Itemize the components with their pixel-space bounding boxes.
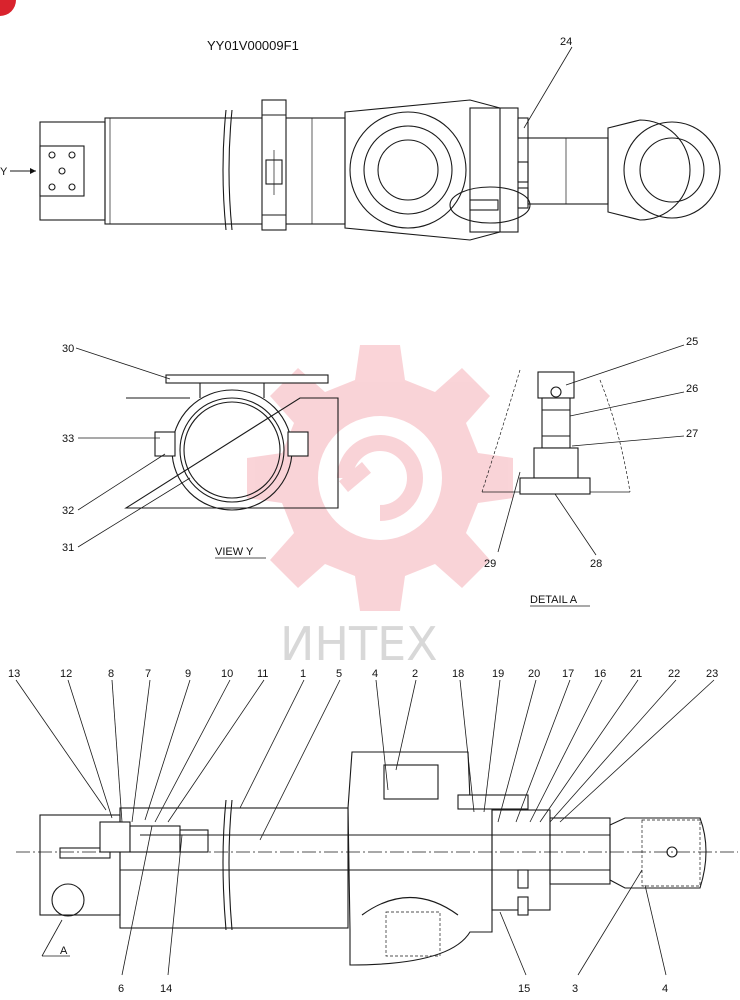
section-top-leaders bbox=[15, 679, 715, 841]
watermark-logo bbox=[247, 345, 513, 611]
view-y-drawing bbox=[124, 374, 339, 511]
part-label-29: 29 bbox=[484, 558, 496, 570]
part-label-24: 24 bbox=[560, 36, 572, 48]
part-label-26: 26 bbox=[686, 383, 698, 395]
part-label-8: 8 bbox=[108, 668, 114, 680]
part-label-14: 14 bbox=[160, 983, 172, 995]
part-label-17: 17 bbox=[562, 668, 574, 680]
part-label-32: 32 bbox=[62, 505, 74, 517]
part-label-16: 16 bbox=[594, 668, 606, 680]
part-label-3: 3 bbox=[572, 983, 578, 995]
part-label-31: 31 bbox=[62, 542, 74, 554]
part-label-30: 30 bbox=[62, 343, 74, 355]
part-label-25: 25 bbox=[686, 336, 698, 348]
part-label-33: 33 bbox=[62, 433, 74, 445]
detail-a-drawing bbox=[481, 369, 631, 495]
section-a-label: A bbox=[60, 945, 68, 957]
section-bottom-leaders bbox=[41, 825, 667, 976]
part-label-11: 11 bbox=[257, 668, 268, 680]
part-label-21: 21 bbox=[630, 668, 642, 680]
section-view-drawing bbox=[16, 751, 738, 966]
part-label-9: 9 bbox=[185, 668, 191, 680]
part-label-28: 28 bbox=[590, 558, 602, 570]
part-label-19: 19 bbox=[492, 668, 504, 680]
watermark-text: ИНТЕХ bbox=[280, 617, 438, 671]
part-label-4-top: 4 bbox=[372, 668, 378, 680]
part-label-15: 15 bbox=[518, 983, 530, 995]
part-label-4-bottom: 4 bbox=[662, 983, 668, 995]
part-label-18: 18 bbox=[452, 668, 464, 680]
part-label-6: 6 bbox=[118, 983, 124, 995]
part-label-2: 2 bbox=[412, 668, 418, 680]
part-label-22: 22 bbox=[668, 668, 680, 680]
corner-badge bbox=[0, 0, 16, 16]
part-label-5: 5 bbox=[336, 668, 342, 680]
detail-a-caption: DETAIL A bbox=[530, 594, 578, 606]
arrow-y-label: Y bbox=[0, 166, 8, 178]
top-view-cylinder bbox=[10, 99, 721, 241]
drawing-code: YY01V00009F1 bbox=[207, 38, 299, 53]
part-label-10: 10 bbox=[221, 668, 233, 680]
part-label-27: 27 bbox=[686, 428, 698, 440]
part-label-7: 7 bbox=[145, 668, 151, 680]
part-label-23: 23 bbox=[706, 668, 718, 680]
part-label-20: 20 bbox=[528, 668, 540, 680]
part-label-12: 12 bbox=[60, 668, 72, 680]
view-y-caption: VIEW Y bbox=[215, 546, 254, 558]
part-label-13: 13 bbox=[8, 668, 20, 680]
part-label-1: 1 bbox=[300, 668, 306, 680]
